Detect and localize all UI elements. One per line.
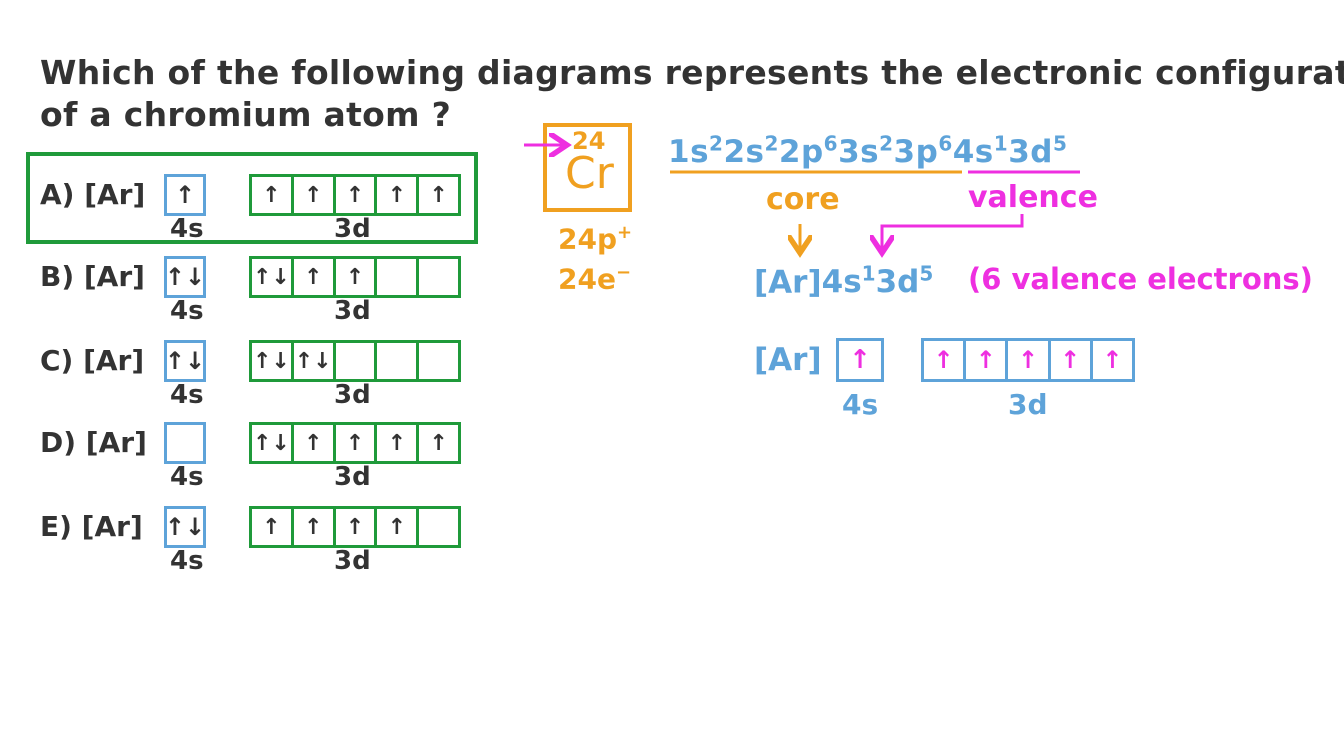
option-4s-box: ↑ bbox=[164, 174, 206, 216]
option-3d-cell: ↑ bbox=[336, 177, 378, 213]
orbital-4s-box: ↑ bbox=[836, 338, 884, 382]
option-3d-boxes: ↑↓↑↑ bbox=[249, 256, 461, 298]
short-config-term: 3d5 bbox=[875, 262, 934, 301]
config-term: 3p6 bbox=[893, 132, 953, 171]
option-3d-cell bbox=[336, 343, 378, 379]
question-line-1: Which of the following diagrams represen… bbox=[40, 53, 1344, 92]
option-3d-cell: ↑ bbox=[294, 509, 336, 545]
question-text: Which of the following diagrams represen… bbox=[40, 52, 1344, 136]
option-3d-cell: ↑ bbox=[429, 430, 448, 456]
option-3d-cell: ↑↓ bbox=[252, 259, 294, 295]
question-line-2: of a chromium atom ? bbox=[40, 95, 452, 134]
orbital-4s-label: 4s bbox=[842, 388, 879, 421]
option-3d-cell: ↑ bbox=[294, 425, 336, 461]
option-3d-cell bbox=[377, 259, 420, 295]
option-3d-cell: ↑ bbox=[377, 177, 420, 213]
option-3d-cell: ↑ bbox=[294, 259, 336, 295]
option-4s-box bbox=[164, 422, 206, 464]
option-3d-cell: ↑↓ bbox=[252, 425, 294, 461]
orbital-3d-cell: ↑ bbox=[1102, 346, 1123, 374]
option-3d-cell: ↑ bbox=[377, 509, 420, 545]
option-3d-cell: ↑ bbox=[294, 177, 336, 213]
orbital-3d-cell: ↑ bbox=[1051, 341, 1093, 379]
orbital-diagram-prefix: [Ar] bbox=[754, 342, 822, 378]
valence-arrow bbox=[882, 214, 1024, 250]
option-3d-cell bbox=[377, 343, 420, 379]
config-term: 3s2 bbox=[838, 132, 894, 171]
config-term: 2p6 bbox=[778, 132, 839, 171]
option-3d-cell: ↑ bbox=[336, 259, 378, 295]
option-3d-label: 3d bbox=[334, 296, 371, 326]
option-3d-boxes: ↑↑↑↑↑ bbox=[249, 174, 461, 216]
correct-answer-highlight bbox=[26, 152, 478, 244]
core-label: core bbox=[766, 182, 840, 217]
option-label: B) [Ar] bbox=[40, 260, 145, 293]
option-4s-label: 4s bbox=[170, 546, 204, 576]
orbital-3d-cell: ↑ bbox=[1008, 341, 1051, 379]
short-config-prefix: [Ar] bbox=[754, 264, 822, 301]
option-3d-cell: ↑ bbox=[252, 177, 294, 213]
option-3d-cell: ↑ bbox=[377, 425, 420, 461]
option-3d-cell: ↑↓ bbox=[252, 343, 294, 379]
proton-count: 24p+ bbox=[558, 222, 633, 256]
config-term: 1s2 bbox=[668, 132, 724, 171]
option-4s-box: ↑↓ bbox=[164, 506, 206, 548]
option-3d-cell: ↑ bbox=[336, 509, 378, 545]
option-4s-label: 4s bbox=[170, 296, 204, 326]
option-4s-label: 4s bbox=[170, 380, 204, 410]
option-3d-label: 3d bbox=[334, 462, 371, 492]
option-3d-cell: ↑ bbox=[429, 182, 448, 208]
config-term: 3d5 bbox=[1008, 132, 1068, 171]
orbital-3d-label: 3d bbox=[1008, 388, 1048, 421]
option-4s-label: 4s bbox=[170, 214, 204, 244]
option-3d-cell: ↑ bbox=[252, 509, 294, 545]
element-tile bbox=[543, 123, 632, 212]
option-3d-cell: ↑ bbox=[336, 425, 378, 461]
option-4s-box: ↑↓ bbox=[164, 340, 206, 382]
option-3d-label: 3d bbox=[334, 214, 371, 244]
option-3d-label: 3d bbox=[334, 380, 371, 410]
option-3d-boxes: ↑↑↑↑ bbox=[249, 506, 461, 548]
option-label: D) [Ar] bbox=[40, 426, 147, 459]
option-label: C) [Ar] bbox=[40, 344, 145, 377]
config-term: 2s2 bbox=[723, 132, 779, 171]
option-3d-cell: ↑↓ bbox=[294, 343, 336, 379]
element-symbol: Cr bbox=[565, 148, 614, 199]
noble-gas-configuration: [Ar]4s13d5 bbox=[754, 262, 933, 300]
valence-label: valence bbox=[968, 180, 1098, 215]
option-3d-boxes: ↑↓↑↑↑↑ bbox=[249, 422, 461, 464]
electron-count: 24e− bbox=[558, 262, 632, 296]
option-4s-box: ↑↓ bbox=[164, 256, 206, 298]
short-config-term: 4s1 bbox=[821, 262, 876, 301]
orbital-3d-boxes: ↑↑↑↑↑ bbox=[921, 338, 1135, 382]
full-electron-configuration: 1s22s22p63s23p64s13d5 bbox=[668, 132, 1067, 170]
option-4s-label: 4s bbox=[170, 462, 204, 492]
atomic-number: 24 bbox=[572, 127, 606, 155]
option-3d-boxes: ↑↓↑↓ bbox=[249, 340, 461, 382]
option-3d-label: 3d bbox=[334, 546, 371, 576]
option-label: A) [Ar] bbox=[40, 178, 146, 211]
valence-electron-count: (6 valence electrons) bbox=[968, 262, 1313, 296]
orbital-3d-cell: ↑ bbox=[966, 341, 1009, 379]
option-label: E) [Ar] bbox=[40, 510, 143, 543]
config-term: 4s1 bbox=[952, 132, 1009, 171]
orbital-3d-cell: ↑ bbox=[924, 341, 967, 379]
